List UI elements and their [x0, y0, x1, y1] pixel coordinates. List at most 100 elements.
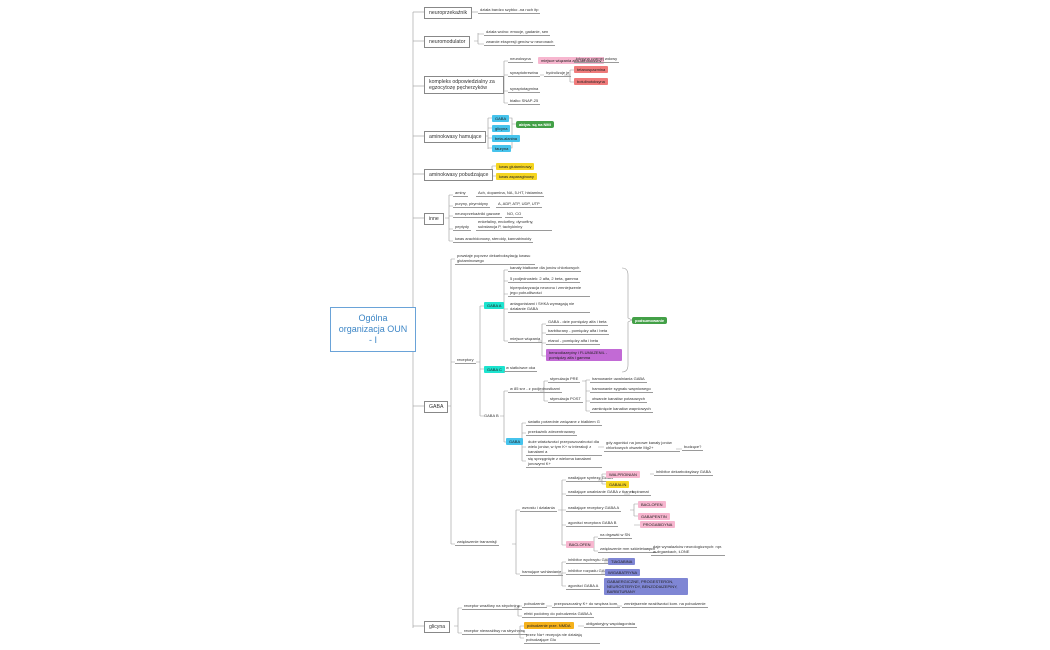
miejsce-gaba: GABA - dzie pomiędzy alfa i beta: [546, 319, 609, 326]
tag-beta-alanina: beta-alanina: [492, 135, 521, 142]
topic-neuromodulator[interactable]: neuromodulator: [424, 36, 471, 48]
topic-kompleks[interactable]: kompleks odpowiedzialny za egzocytozę pę…: [424, 76, 504, 94]
gaba-a-item-2: 5 podjednostek: 2 alfa, 2 beta, gamma: [508, 276, 581, 283]
gaba-a-item-3: hiperpolaryzacja neuronu i zmniejszenie …: [508, 285, 590, 297]
kompleks-synaptobrewina: synaptobrewina: [508, 70, 541, 77]
gaba-b-n1: światło pośrednie związane z białkiem G: [526, 419, 602, 426]
tag-glicyna: glicyna: [492, 125, 511, 132]
baclofen-r2: zwiększenie mm szkieletowych: [598, 546, 658, 553]
baclofen-r1: na drgawki w SN: [598, 532, 633, 539]
gaba-b-long-note2: budzące?: [682, 444, 704, 451]
gaba-inh-wych: inhibitor wychwytu GABA: [566, 557, 615, 564]
topic-aminokwasy-pobudzajace[interactable]: aminokwasy pobudzające: [424, 169, 494, 181]
topic-neuroprzekaznik[interactable]: neuroprzekaźnik: [424, 7, 473, 19]
glicyna-r2: receptor niewrażliwy na strychninę: [462, 628, 528, 635]
miejsce-etanol: etanol - pomiędzy alfa i beta: [546, 338, 601, 345]
summary-gaba: podsumowanie: [632, 317, 668, 324]
tag-baclofen-2: BACLOFEN: [566, 541, 594, 548]
tag-gaba: GABA: [492, 115, 510, 122]
inne-aminy-v: Ach, dopamina, NA, 5-HT, histamina: [476, 190, 545, 197]
inne-extra: kwas arachidonowy, steroidy, kannabinoid…: [453, 236, 534, 243]
inne-puryny: puryny, pirymidyny: [453, 201, 491, 208]
gaba-wzrost: wzrostu i działania: [520, 505, 557, 512]
gaba-intro: powstaje poprzez dekarboksylację kwasu g…: [455, 253, 535, 265]
miejsce-benzodiazepiny: benzodiazepiny i FLUMAZENIL - pomiędzy a…: [546, 349, 622, 361]
tag-gaba-b: GABA B: [484, 413, 499, 418]
tag-kwas-glutaminowy: kwas glutaminowy: [496, 163, 535, 170]
note-neuromodulator-2: zwarcie ekspresji genów w neuronach: [484, 39, 556, 46]
tag-gaba-b-sub: GABA: [506, 438, 524, 445]
tag-agonist-list: GABAERGICZNE, PROGESTERON, NEUROSTERYDY,…: [604, 578, 688, 595]
gaba-b-n2: przekaźnik zdecentrowany: [526, 429, 578, 436]
topic-glicyna[interactable]: glicyna: [424, 621, 451, 633]
tag-tauryna: tauryna: [492, 145, 512, 152]
inne-puryny-v: A, ADP, ATP, UDP, UTP: [496, 201, 542, 208]
gaba-ago2: agoniści receptora GABA B: [566, 520, 619, 527]
kompleks-hydrolizuje: hydrolizuje je: [544, 70, 572, 77]
glicyna-r2c: przez Na+ recepcja nie działają pobudzaj…: [524, 632, 600, 644]
gaba-b-post: stymulacja POST: [548, 396, 583, 403]
tag-tiagabina: TIAGABINA: [608, 558, 636, 565]
gaba-b-n4: się sprzęgnięte z wieloma kanałami jonow…: [526, 456, 602, 468]
gaba-c-note: w siatkówce oka: [504, 365, 538, 372]
tag-baclofen-1: BACLOFEN: [638, 501, 666, 508]
gaba-b-post-v2: zamknięcie kanałów wapniowych: [590, 406, 653, 413]
tag-gaba-c: GABA C: [484, 366, 505, 373]
inne-gazowe-v: NO, CO: [505, 211, 524, 218]
gaba-topiramat: topiramat: [630, 489, 651, 496]
kompleks-neuroksyna: neuroksyna: [508, 56, 533, 63]
gaba-uwal: nasilające uwalnianie GABA z tkanek: [566, 489, 636, 496]
tag-botulinotoksyna: botulinotoksyna: [574, 78, 608, 85]
note-neuromodulator-1: działa wolno: emocje, gadanie, sen: [484, 29, 551, 36]
gaba-b-pre: stymulacja PRE: [548, 376, 581, 383]
gaba-b-pre-v2: hamowanie sygnału wapniowego: [590, 386, 653, 393]
summary-hamujace: aktyw. są na NMI: [516, 121, 554, 128]
inne-peptydy-v: enkefaliny, endorfiny, dynorfiny, substa…: [476, 219, 552, 231]
inne-peptydy: peptydy: [453, 224, 472, 231]
glicyna-r1d: efekt podobny do pobudzenia GABA A: [522, 611, 595, 618]
root-topic[interactable]: Ogólna organizacja OUN - I: [330, 307, 416, 352]
tag-progabidyna: PROGABIDYNA: [640, 521, 676, 528]
tag-tetanospazmina: tetanospazmina: [574, 66, 609, 73]
tag-gaba-a: GABA A: [484, 302, 505, 309]
topic-inne[interactable]: inne: [424, 213, 444, 225]
kompleks-snap: białko SNAP-25: [508, 98, 541, 105]
kompleks-toksyna: toksyna czarnej wdowy: [574, 56, 620, 63]
glicyna-r1c: zmniejszenie wrażliwości kom. na pobudze…: [622, 601, 708, 608]
gaba-a-item-1: kanały białkowe dla jonów chlorkowych: [508, 265, 582, 272]
gaba-b-n3: duże właściwości przepuszczalności dla w…: [526, 439, 602, 456]
gaba-zwiekszenie: zwiększenie transmisji: [455, 539, 499, 546]
miejsce-barbiturany: barbiturany - pomiędzy alfa i beta: [546, 328, 610, 335]
gaba-miejsce: miejsce wiązania: [508, 336, 543, 343]
gaba-hamujace: hamujące wchłanianie: [520, 569, 564, 576]
inne-gazowe: neuroprzekaźniki gazowe: [453, 211, 503, 218]
topic-gaba[interactable]: GABA: [424, 401, 449, 413]
glicyna-r1a: pobudzenie: [522, 601, 547, 608]
gaba-inh-rozk: inhibitor rozpadu GABA: [566, 568, 612, 575]
gaba-synt: nasilające syntezę GABA: [566, 475, 615, 482]
gaba-a-item-4: antagonistami i SHKA wymagają nie działa…: [508, 301, 590, 313]
inne-aminy: aminy: [453, 190, 468, 197]
baclofen-r3: daje wynalazków neurologicznych: npr. w …: [651, 544, 725, 556]
topic-aminokwasy-hamujace[interactable]: aminokwasy hamujące: [424, 131, 487, 143]
tag-gabalin: GABALIN: [606, 481, 630, 488]
gaba-receptory: receptory: [455, 357, 476, 364]
tag-kwas-asparaginowy: kwas asparaginowy: [496, 173, 537, 180]
tag-gabapentin: GABAPENTIN: [638, 513, 670, 520]
kompleks-synaptotagmina: synaptotagmina: [508, 86, 541, 93]
gaba-agon: nasilające receptory GABA A: [566, 505, 622, 512]
glicyna-r1: receptor wrażliwy na strychninę: [462, 603, 522, 610]
tag-wigabatryna: WIGABATRYNA: [605, 569, 641, 576]
gaba-b-pre-v1: hamowanie uwalniania GABA: [590, 376, 647, 383]
gaba-b-note: w 85 snr - z podjednostkami: [508, 386, 562, 393]
tag-walproinian: WALPROINIAN: [606, 471, 640, 478]
gaba-b-post-v1: otwarcie kanałów potasowych: [590, 396, 647, 403]
glicyna-r2b: obligatoryjny współagonista: [584, 621, 637, 628]
glicyna-r1b: przepuszczalny K+ do wnętrza kom.: [552, 601, 621, 608]
gaba-inh: inhibitor dekarboksylazy GABA: [654, 469, 713, 476]
gaba-agonist: agoniści GABA A: [566, 583, 601, 590]
gaba-b-long-note: gdy agoniści na jonowe kanały jonów chlo…: [604, 440, 680, 452]
tag-nmda: pobudzenie prze. NMDA: [524, 622, 574, 629]
tag-miejsce-wiazania: miejsce wiązania alfa-latrotoksyny: [538, 57, 605, 64]
note-neuroprzekaznik: działa bardzo szybko -na ruch itp: [478, 7, 541, 14]
